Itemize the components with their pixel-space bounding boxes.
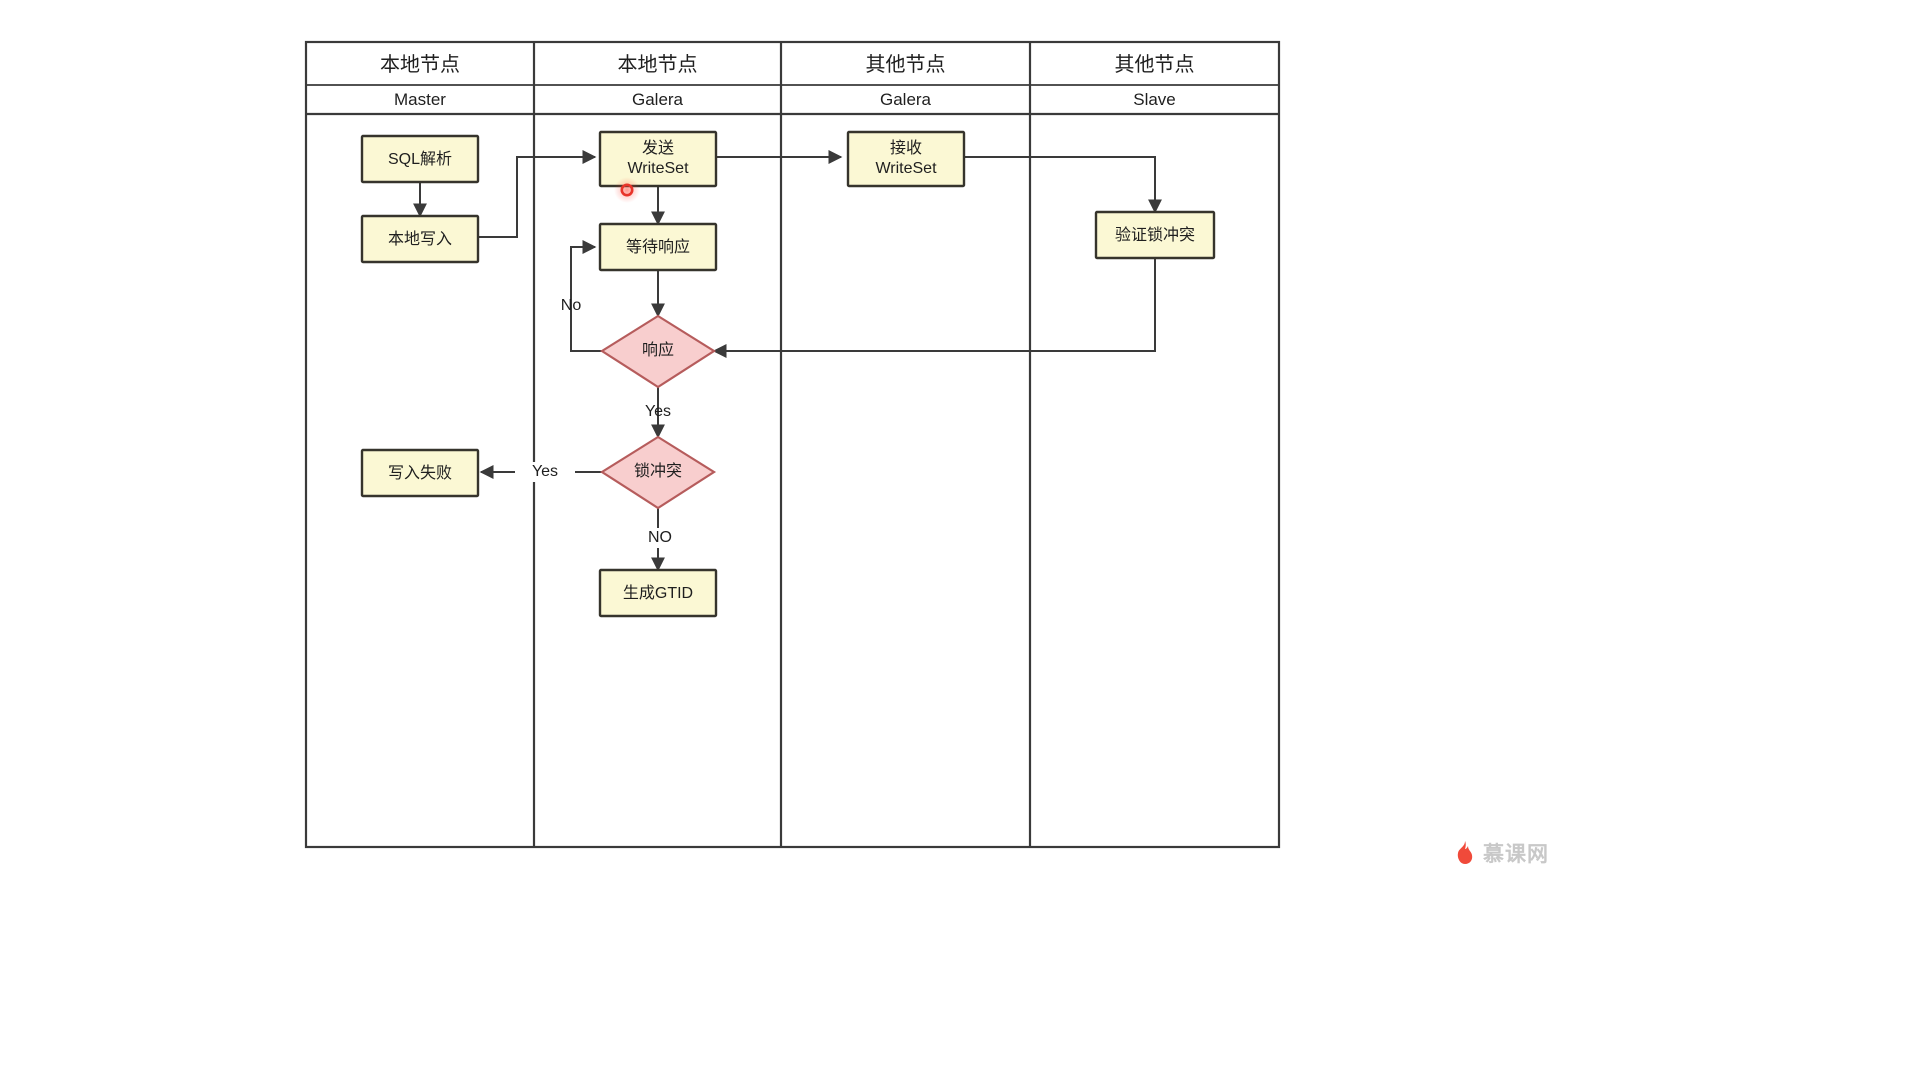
clickable-node-send-writeset[interactable]	[600, 132, 716, 186]
edge-recvwriteset-verifylock	[963, 156, 1162, 214]
connectors	[413, 150, 1162, 572]
edge-localwrite-sendwriteset	[478, 150, 597, 238]
node-gen-gtid	[598, 568, 718, 618]
node-send-writeset	[598, 130, 718, 188]
edge-response-no-loop	[570, 240, 602, 352]
clickable-node-recv-writeset[interactable]	[848, 132, 964, 186]
node-recv-writeset	[846, 130, 966, 188]
node-lock-conflict	[599, 435, 717, 510]
nodes	[360, 130, 1216, 618]
node-sql-parse	[360, 134, 480, 184]
clickable-node-write-fail[interactable]	[362, 450, 478, 496]
node-local-write	[360, 214, 480, 264]
clickable-node-verify-lock[interactable]	[1096, 212, 1214, 258]
clickable-node-sql-parse[interactable]	[362, 136, 478, 182]
watermark: 慕课网	[1452, 838, 1549, 868]
node-wait-response	[598, 222, 718, 272]
flame-icon	[1452, 840, 1476, 866]
watermark-text: 慕课网	[1483, 843, 1549, 866]
edge-verifylock-response	[712, 259, 1156, 358]
clickable-node-lock-conflict[interactable]	[602, 437, 714, 508]
clickable-node-response[interactable]	[602, 316, 714, 387]
cursor-marker	[614, 177, 640, 203]
clickable-node-local-write[interactable]	[362, 216, 478, 262]
clickable-node-gen-gtid[interactable]	[600, 570, 716, 616]
clickable-node-wait-response[interactable]	[600, 224, 716, 270]
node-response	[599, 314, 717, 389]
node-write-fail	[360, 448, 480, 498]
node-verify-lock	[1094, 210, 1216, 260]
